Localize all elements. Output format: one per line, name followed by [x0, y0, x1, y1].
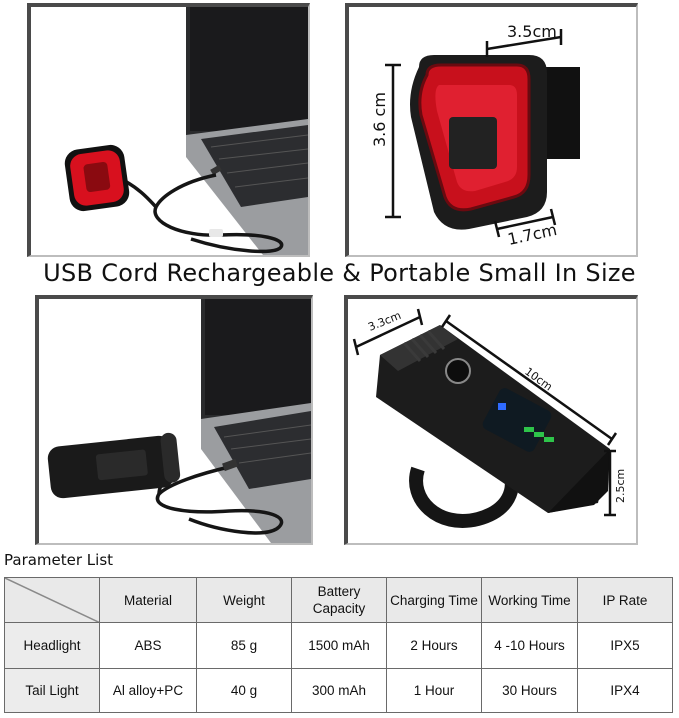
row-header-tail-light: Tail Light — [4, 667, 100, 714]
green-indicator-2 — [534, 432, 544, 437]
table-cell: 4 -10 Hours — [481, 622, 578, 669]
tail-light-dimension-illustration: 3.5cm 3.6 cm 1.7cm — [370, 22, 580, 249]
headlight-charging-photo — [35, 295, 313, 545]
table-row: Tail Light Al alloy+PC 40 g 300 mAh 1 Ho… — [4, 667, 673, 714]
head-height-label: 2.5cm — [614, 469, 627, 503]
table-cell: Al alloy+PC — [99, 667, 197, 714]
column-header-battery-capacity: Battery Capacity — [291, 576, 387, 624]
tail-light-dimensions-photo: 3.5cm 3.6 cm 1.7cm — [345, 3, 638, 257]
parameter-table: Material Weight Battery Capacity Chargin… — [4, 576, 673, 714]
headline: USB Cord Rechargeable & Portable Small I… — [43, 259, 636, 287]
tail-height-label: 3.6 cm — [370, 92, 389, 147]
table-cell: 1 Hour — [386, 667, 482, 714]
head-width-label: 3.3cm — [366, 309, 403, 334]
row-header-headlight: Headlight — [4, 622, 100, 669]
table-row: Headlight ABS 85 g 1500 mAh 2 Hours 4 -1… — [4, 622, 673, 669]
tail-light-charging-photo — [27, 3, 310, 257]
tail-width-label: 3.5cm — [507, 22, 557, 41]
column-header-charging-time: Charging Time — [386, 576, 482, 624]
table-cell: IPX5 — [577, 622, 673, 669]
table-corner-cell — [4, 576, 100, 624]
column-header-working-time: Working Time — [481, 576, 578, 624]
parameter-list-title: Parameter List — [4, 551, 114, 569]
table-cell: 1500 mAh — [291, 622, 387, 669]
green-indicator-3 — [544, 437, 554, 442]
green-indicator-1 — [524, 427, 534, 432]
column-header-ip-rate: IP Rate — [577, 576, 673, 624]
headlight-laptop-illustration — [47, 299, 311, 543]
table-cell: 30 Hours — [481, 667, 578, 714]
table-cell: IPX4 — [577, 667, 673, 714]
blue-indicator — [498, 403, 506, 410]
tail-light-laptop-illustration — [64, 7, 308, 255]
column-header-weight: Weight — [196, 576, 292, 624]
table-cell: ABS — [99, 622, 197, 669]
table-cell: 85 g — [196, 622, 292, 669]
table-cell: 2 Hours — [386, 622, 482, 669]
column-header-material: Material — [99, 576, 197, 624]
headlight-dimensions-photo: 3.3cm 10cm 2.5cm — [344, 295, 638, 545]
table-cell: 40 g — [196, 667, 292, 714]
table-header-row: Material Weight Battery Capacity Chargin… — [4, 576, 673, 624]
table-cell: 300 mAh — [291, 667, 387, 714]
headlight-dimension-illustration: 3.3cm 10cm 2.5cm — [352, 308, 627, 528]
